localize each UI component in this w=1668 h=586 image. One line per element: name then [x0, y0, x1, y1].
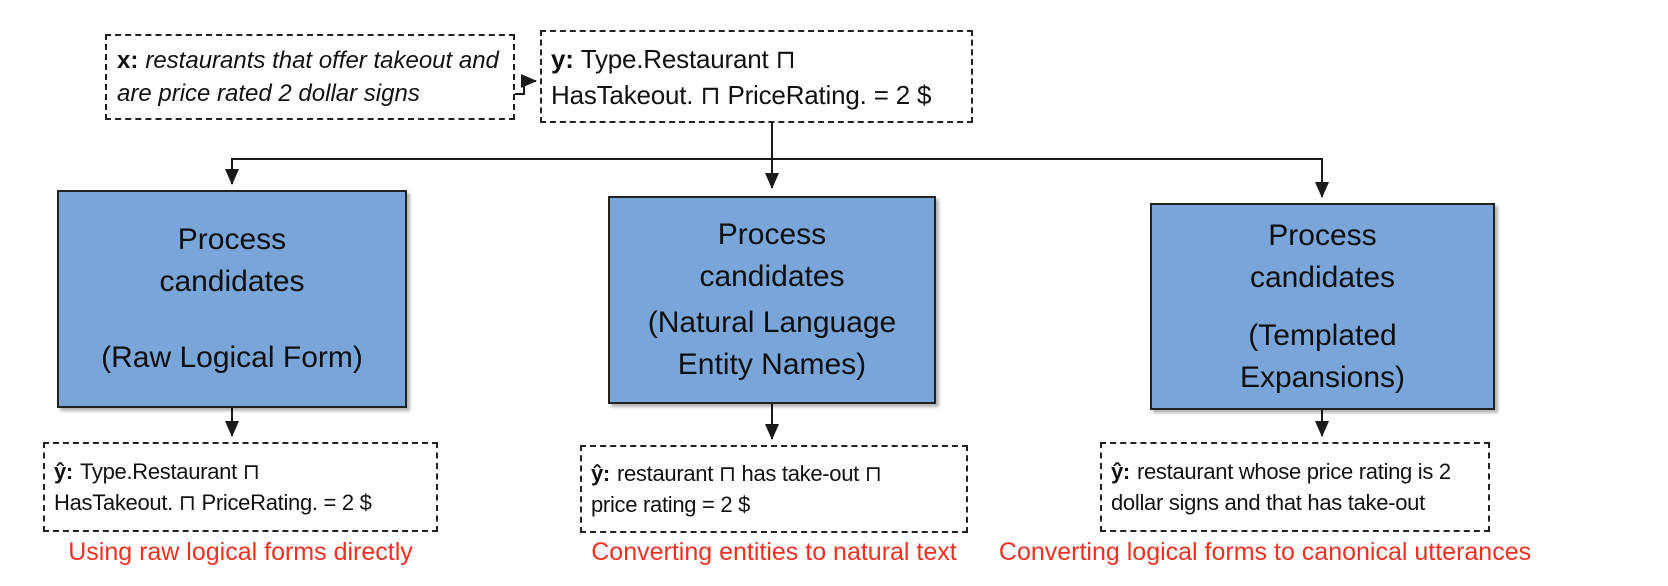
gold-logical-form-text: y:Type.Restaurant ⊓ HasTakeout. ⊓ PriceR… [551, 43, 932, 110]
arrow-x-to-y [512, 74, 537, 95]
process-box-templated-expansions: Process candidates (Templated Expansions… [1150, 203, 1495, 410]
caption-entities-to-natural-text: Converting entities to natural text [591, 538, 957, 566]
output-text: ŷ:restaurant ⊓ has take-out ⊓ price rati… [591, 461, 882, 517]
process-box-title: Process candidates [699, 218, 845, 293]
process-box-raw-logical-form: Process candidates (Raw Logical Form) [57, 190, 407, 408]
gold-label: y: [551, 43, 574, 74]
output-label: ŷ: [1111, 459, 1130, 484]
output-text: ŷ:restaurant whose price rating is 2 dol… [1111, 459, 1451, 515]
caption-canonical-utterances: Converting logical forms to canonical ut… [998, 538, 1532, 566]
process-box-natural-language-entities: Process candidates (Natural Language Ent… [608, 196, 936, 404]
process-box-title: Process candidates [159, 223, 305, 298]
output-box-templated-expansions: ŷ:restaurant whose price rating is 2 dol… [1100, 442, 1490, 532]
output-label: ŷ: [54, 459, 73, 484]
input-utterance-text: x:restaurants that offer takeout and are… [117, 47, 499, 107]
gold-logical-form-box: y:Type.Restaurant ⊓ HasTakeout. ⊓ PriceR… [540, 30, 973, 123]
output-box-natural-language-entities: ŷ:restaurant ⊓ has take-out ⊓ price rati… [580, 445, 968, 533]
output-box-raw-logical-form: ŷ:Type.Restaurant ⊓ HasTakeout. ⊓ PriceR… [43, 442, 438, 532]
input-label: x: [117, 47, 139, 74]
caption-raw-logical-forms: Using raw logical forms directly [68, 538, 413, 566]
process-box-subtitle: (Templated Expansions) [1239, 318, 1406, 394]
input-utterance-box: x:restaurants that offer takeout and are… [105, 34, 515, 120]
process-box-title: Process candidates [1249, 218, 1396, 294]
output-text: ŷ:Type.Restaurant ⊓ HasTakeout. ⊓ PriceR… [54, 459, 372, 515]
process-box-subtitle: (Natural Language Entity Names) [647, 306, 897, 381]
process-box-subtitle: (Raw Logical Form) [101, 341, 363, 374]
output-label: ŷ: [591, 461, 610, 486]
